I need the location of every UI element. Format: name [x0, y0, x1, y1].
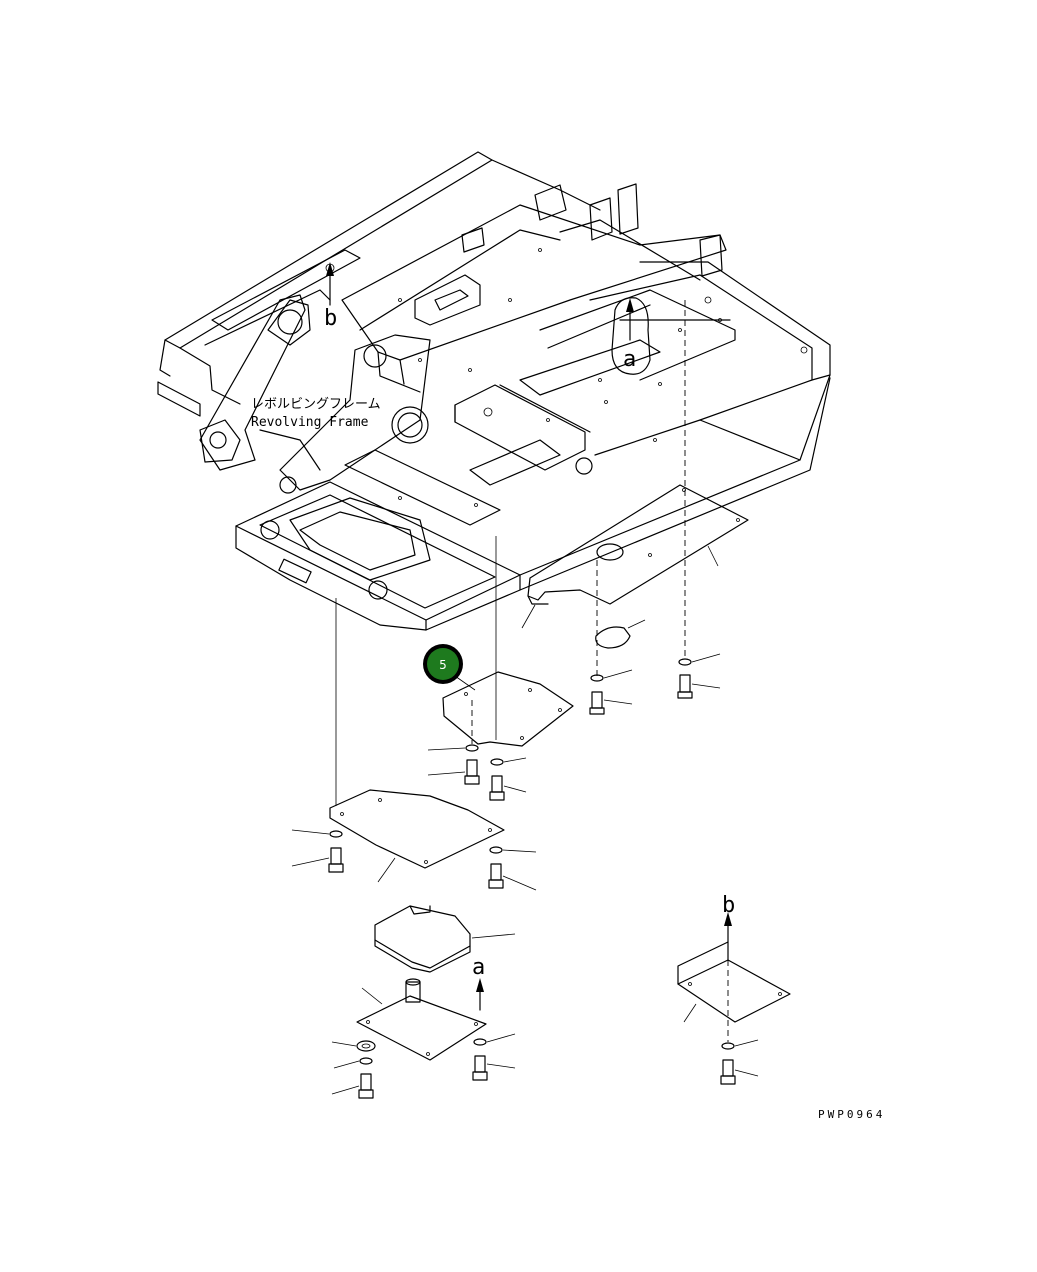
bolt-set-right	[677, 653, 721, 699]
plate-bottom-right	[677, 941, 791, 1023]
cover-left-large	[329, 789, 505, 883]
bolt-set-bottom-center	[472, 1033, 516, 1081]
bolt-set-right-mid	[589, 669, 633, 715]
frame-label-en: Revolving Frame	[251, 415, 369, 430]
cover-oval-small	[595, 619, 646, 649]
view-arrow-a-bottom: a	[472, 955, 485, 1011]
cover-right-large	[521, 484, 749, 629]
bolt-set-mid-right	[488, 846, 537, 891]
bolt-set-bottom-right	[720, 1039, 759, 1085]
view-arrow-b-top: b	[324, 262, 337, 331]
bolt-set-bottom-left	[331, 1040, 376, 1099]
drawing-code: PWP0964	[818, 1108, 885, 1121]
plate-octagon	[374, 905, 516, 973]
view-marker-b-top: b	[324, 306, 337, 331]
view-arrow-a-top: a	[623, 298, 636, 372]
frame-label-jp: レボルビングフレーム	[251, 397, 381, 412]
view-marker-a-bottom: a	[472, 955, 485, 980]
view-arrow-b-bottom: b	[722, 893, 735, 943]
alignment-lines	[335, 300, 729, 1042]
revolving-frame	[157, 151, 831, 631]
frame-label: レボルビングフレーム Revolving Frame	[251, 397, 381, 430]
view-marker-a-top: a	[623, 347, 636, 372]
fasteners	[291, 653, 759, 1099]
callout-5[interactable]: 5	[423, 644, 463, 684]
plate-bottom-left	[356, 978, 487, 1061]
cover-center-small	[442, 671, 574, 747]
bolt-set-left	[291, 829, 344, 873]
callout-5-number: 5	[439, 658, 447, 672]
view-marker-b-bottom: b	[722, 893, 735, 918]
bolt-set-center	[427, 744, 527, 801]
callout-5-disc	[427, 648, 459, 680]
